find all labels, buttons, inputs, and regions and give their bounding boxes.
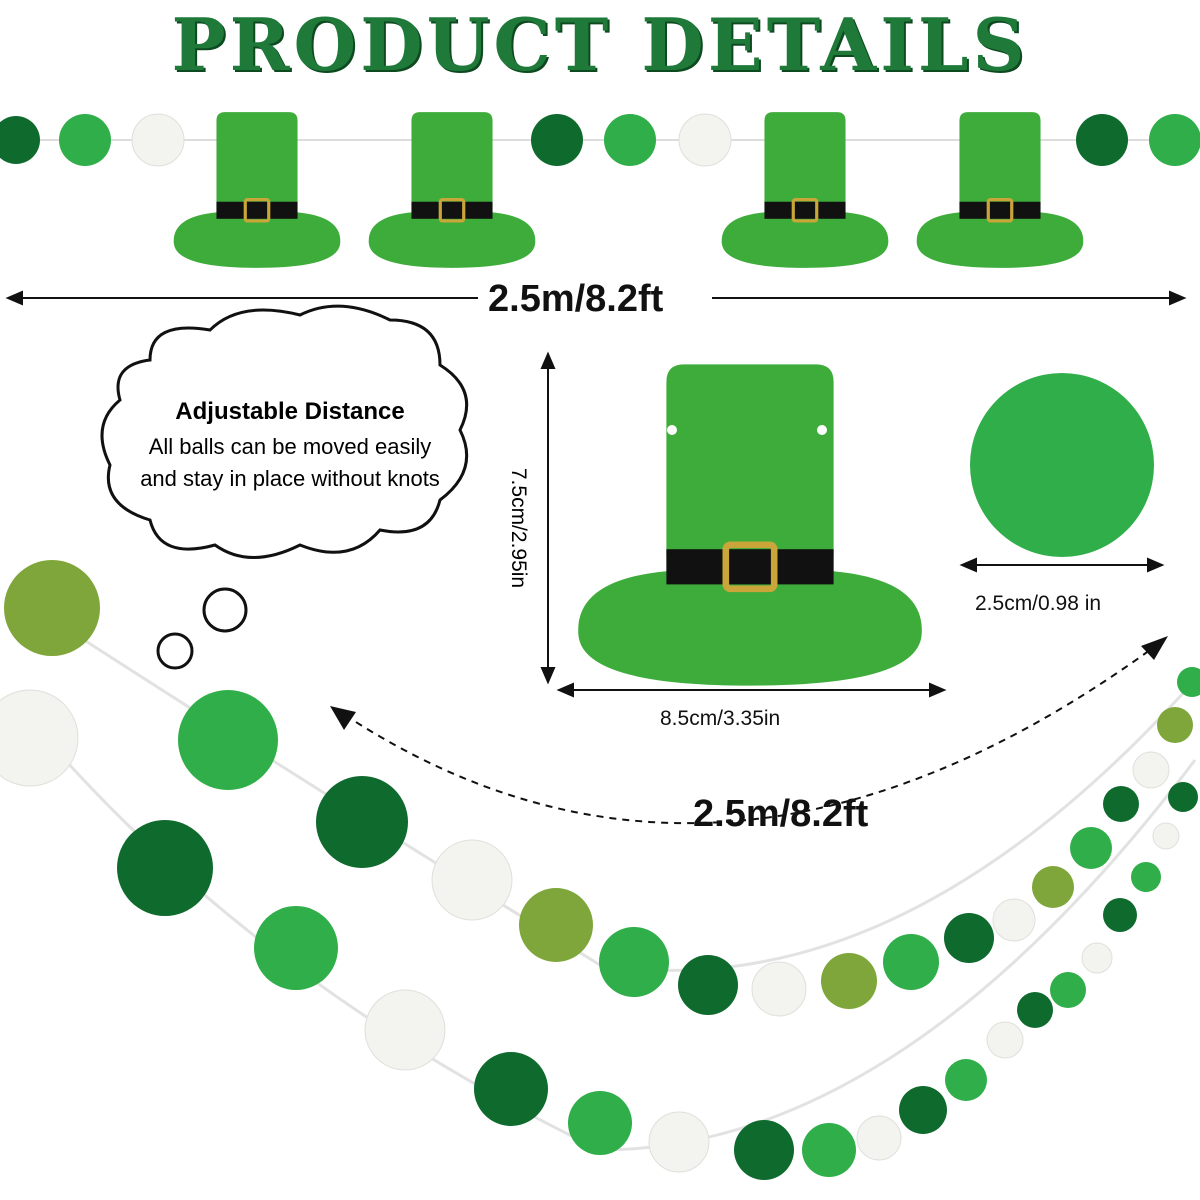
pompom-detail bbox=[970, 373, 1154, 557]
pompom bbox=[1103, 786, 1139, 822]
pompom bbox=[678, 113, 732, 167]
pompom bbox=[474, 1052, 548, 1126]
hat-width-label: 8.5cm/3.35in bbox=[660, 707, 781, 730]
hat-height-label: 7.5cm/2.95in bbox=[507, 467, 530, 589]
pompom bbox=[856, 1115, 902, 1161]
pompom bbox=[883, 934, 939, 990]
ball-size-arrow bbox=[959, 557, 1165, 573]
hat-height-arrow bbox=[540, 351, 556, 685]
hat-banner-4 bbox=[914, 110, 1086, 270]
pompom bbox=[604, 114, 656, 166]
pompom bbox=[599, 927, 669, 997]
pompom bbox=[0, 689, 79, 787]
pompom bbox=[1149, 114, 1200, 166]
pompom bbox=[992, 898, 1036, 942]
pompom bbox=[678, 955, 738, 1015]
pompom bbox=[751, 961, 807, 1017]
pompom bbox=[944, 913, 994, 963]
pompom bbox=[117, 820, 213, 916]
hat-hole-right bbox=[817, 425, 827, 435]
banner-length-label: 2.5m/8.2ft bbox=[488, 278, 664, 320]
pompom bbox=[1032, 866, 1074, 908]
pompom bbox=[1081, 942, 1113, 974]
pompom bbox=[1050, 972, 1086, 1008]
pompom bbox=[131, 113, 185, 167]
pompom bbox=[568, 1091, 632, 1155]
page-title: PRODUCT DETAILS bbox=[171, 2, 1029, 87]
hat-banner-3 bbox=[719, 110, 891, 270]
pompom bbox=[0, 116, 40, 164]
pompom bbox=[1157, 707, 1193, 743]
cloud-line-1: All balls can be moved easily bbox=[148, 434, 432, 459]
pompom bbox=[364, 989, 446, 1071]
pompom bbox=[1103, 898, 1137, 932]
pompom bbox=[802, 1123, 856, 1177]
pompom bbox=[1177, 667, 1200, 697]
pompom bbox=[1076, 114, 1128, 166]
cloud-heading: Adjustable Distance bbox=[175, 398, 405, 425]
pompom bbox=[1070, 827, 1112, 869]
pompom bbox=[734, 1120, 794, 1180]
pompom bbox=[431, 839, 513, 921]
ball-size-label: 2.5cm/0.98 in bbox=[975, 592, 1102, 615]
pompom bbox=[1132, 751, 1170, 789]
hat-width-arrow bbox=[556, 682, 947, 698]
pompom bbox=[178, 690, 278, 790]
pompom bbox=[59, 114, 111, 166]
pompom bbox=[1017, 992, 1053, 1028]
pompom bbox=[899, 1086, 947, 1134]
garland-2-pompoms bbox=[0, 689, 1198, 1180]
pompom bbox=[1152, 822, 1180, 850]
pompom bbox=[531, 114, 583, 166]
garland-1-pompoms bbox=[4, 560, 1200, 1017]
banner-length-arrow bbox=[5, 290, 1187, 306]
pompom bbox=[1168, 782, 1198, 812]
cloud-line-2: and stay in place without knots bbox=[140, 466, 440, 491]
hat-banner-1 bbox=[171, 110, 343, 270]
pompom bbox=[316, 776, 408, 868]
hat-detail bbox=[578, 364, 922, 685]
hat-banner-2 bbox=[366, 110, 538, 270]
pompom bbox=[1131, 862, 1161, 892]
thought-cloud bbox=[100, 304, 469, 670]
pompom bbox=[254, 906, 338, 990]
pompom bbox=[821, 953, 877, 1009]
garland-length-arrow bbox=[330, 636, 1168, 825]
hat-hole-left bbox=[667, 425, 677, 435]
garland-length-label: 2.5m/8.2ft bbox=[693, 793, 869, 835]
top-pompoms bbox=[0, 113, 1200, 167]
pompom bbox=[945, 1059, 987, 1101]
pompom bbox=[986, 1021, 1024, 1059]
pompom bbox=[648, 1111, 710, 1173]
pompom bbox=[519, 888, 593, 962]
pompom bbox=[4, 560, 100, 656]
